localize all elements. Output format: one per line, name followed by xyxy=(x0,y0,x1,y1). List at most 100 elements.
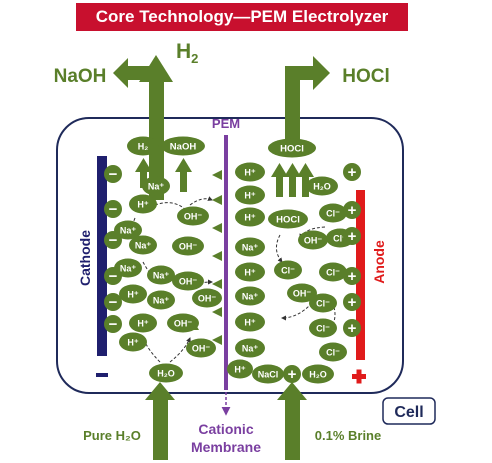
species-na: Na⁺ xyxy=(235,338,265,358)
pure-water-label: Pure H₂O xyxy=(83,428,141,443)
species-oval xyxy=(172,271,204,291)
species-oval xyxy=(129,313,157,333)
h2-output-letter: H xyxy=(176,40,191,63)
species-oval xyxy=(235,237,265,257)
species-label: Cl⁻ xyxy=(316,324,330,334)
species-h: H⁺ xyxy=(119,284,147,304)
species-label: H₂O xyxy=(157,369,175,379)
species-oh: OH⁻ xyxy=(186,338,216,358)
species-oval xyxy=(319,342,347,362)
cathode-negative-charge: − xyxy=(104,165,122,183)
species-label: Na⁺ xyxy=(120,264,137,274)
species-oval xyxy=(235,162,265,182)
species-label: H⁺ xyxy=(137,319,148,329)
species-na: Na⁺ xyxy=(129,235,157,255)
species-label: HOCl xyxy=(280,144,304,155)
species-oh: OH⁻ xyxy=(298,230,328,250)
electrode-charges: −−−−−−+++++++ xyxy=(104,163,361,383)
charge-symbol: − xyxy=(109,294,118,311)
species-na: Na⁺ xyxy=(147,290,175,310)
species-oval xyxy=(309,318,337,338)
charge-circle xyxy=(343,201,361,219)
species-label: Cl⁻ xyxy=(281,266,295,276)
cationic-label: Cationic xyxy=(198,421,253,437)
anode-positive-charge: + xyxy=(343,201,361,219)
species-label: Na⁺ xyxy=(148,182,165,192)
cell-label: Cell xyxy=(394,404,423,421)
species-h2: H₂ xyxy=(127,136,159,156)
species-h: H⁺ xyxy=(235,207,265,227)
species-label: H⁺ xyxy=(137,200,148,210)
species-oval xyxy=(149,363,183,383)
h2-output-label: H2 xyxy=(176,40,198,66)
naoh-h2-outlet-arrow xyxy=(113,55,173,200)
species-oval xyxy=(309,293,337,313)
species-label: Na⁺ xyxy=(242,344,259,354)
cathode-negative-charge: − xyxy=(104,231,122,249)
cathode-negative-charge: − xyxy=(104,315,122,333)
pure-water-inlet-arrow xyxy=(145,382,175,460)
species-oval xyxy=(235,338,265,358)
hocl-outlet-arrow xyxy=(285,56,330,150)
species-label: Cl⁻ xyxy=(333,234,347,244)
species-oval xyxy=(235,207,265,227)
charge-circle xyxy=(343,267,361,285)
charge-symbol: + xyxy=(348,228,357,245)
brine-inlet-arrow xyxy=(277,382,307,460)
species-label: H⁺ xyxy=(244,213,255,223)
species-oval xyxy=(319,203,347,223)
species-oval xyxy=(147,265,175,285)
species-oh: OH⁻ xyxy=(177,206,209,226)
species-h: H⁺ xyxy=(227,359,253,379)
species-na: Na⁺ xyxy=(235,237,265,257)
species-label: OH⁻ xyxy=(174,319,193,329)
charge-symbol: − xyxy=(109,201,118,218)
anode-positive-charge: + xyxy=(343,319,361,337)
species-label: H⁺ xyxy=(244,318,255,328)
species-label: HOCl xyxy=(276,215,300,226)
species-label: H₂ xyxy=(138,142,149,152)
species-oval xyxy=(142,176,170,196)
species-cl: Cl⁻ xyxy=(309,318,337,338)
cathode-negative-charge: − xyxy=(104,200,122,218)
species-oval xyxy=(235,312,265,332)
species-oval xyxy=(235,185,265,205)
species-label: OH⁻ xyxy=(293,289,312,299)
charge-symbol: + xyxy=(348,202,357,219)
species-oval xyxy=(172,236,204,256)
species-nacl: NaCl xyxy=(252,364,284,384)
species-h: H⁺ xyxy=(235,162,265,182)
cell-border xyxy=(56,117,404,394)
species-oval xyxy=(127,136,159,156)
species-na: Na⁺ xyxy=(147,265,175,285)
species-label: Na⁺ xyxy=(135,241,152,251)
species-label: OH⁻ xyxy=(184,212,203,222)
diagram-title: Core Technology—PEM Electrolyzer xyxy=(95,7,389,26)
species-h: H⁺ xyxy=(119,332,147,352)
species-label: Cl⁻ xyxy=(316,299,330,309)
species-cl: Cl⁻ xyxy=(319,203,347,223)
species-label: H⁺ xyxy=(234,365,245,375)
species-label: NaCl xyxy=(258,370,279,380)
title-banner: Core Technology—PEM Electrolyzer xyxy=(76,3,408,31)
brine-label: 0.1% Brine xyxy=(315,428,381,443)
species-label: Na⁺ xyxy=(242,292,259,302)
cathode-label: Cathode xyxy=(77,230,93,286)
species-h: H⁺ xyxy=(129,194,157,214)
species-cl: Cl⁻ xyxy=(319,342,347,362)
species-label: OH⁻ xyxy=(198,294,217,304)
anode-label: Anode xyxy=(371,240,387,284)
species-oval xyxy=(119,332,147,352)
species-oval xyxy=(298,230,328,250)
species-oval xyxy=(227,359,253,379)
anode-positive-charge: + xyxy=(343,227,361,245)
species-oh: OH⁻ xyxy=(167,313,199,333)
species-oval xyxy=(287,283,317,303)
species-label: Na⁺ xyxy=(153,296,170,306)
membrane-crossing-arrows xyxy=(212,170,222,345)
h2-output-subscript: 2 xyxy=(191,51,198,66)
species-cl: Cl⁻ xyxy=(309,293,337,313)
species-oval xyxy=(119,284,147,304)
